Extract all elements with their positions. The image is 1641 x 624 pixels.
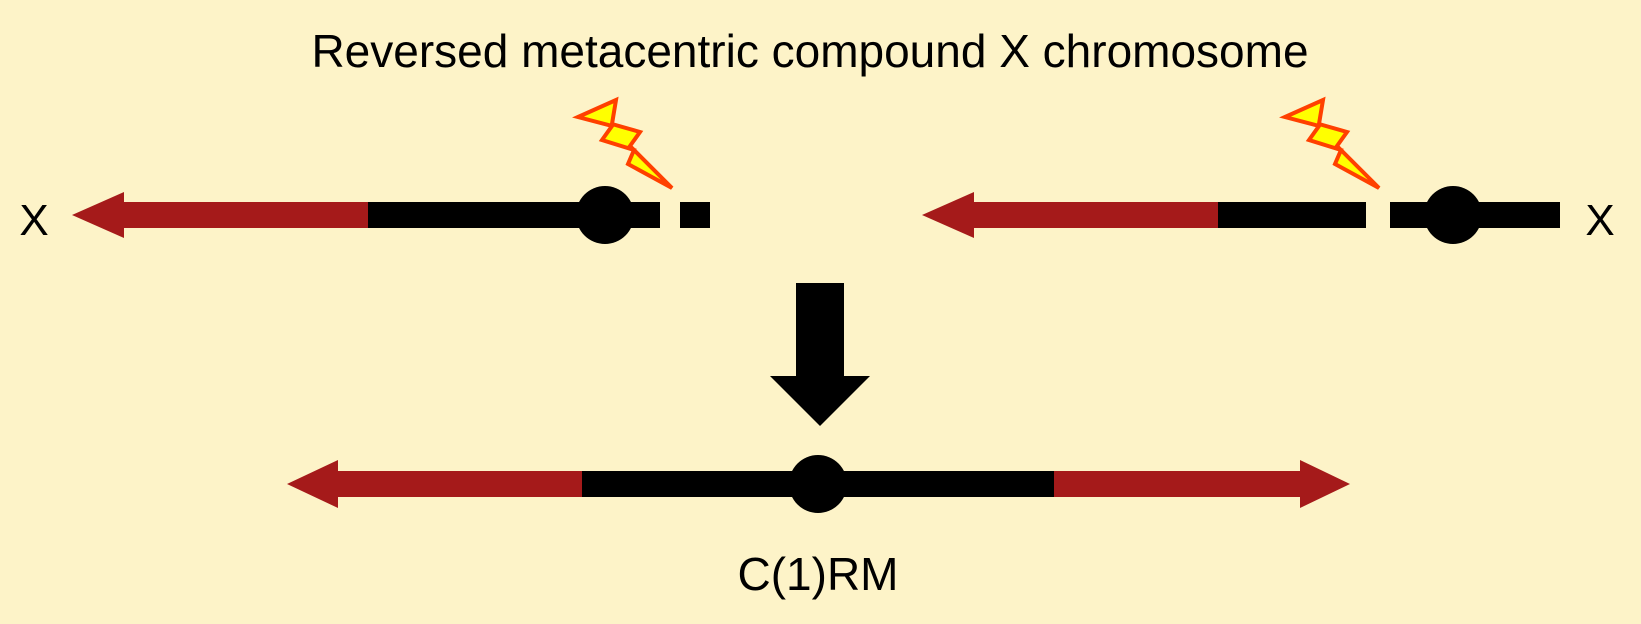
compound-chromosome-label: C(1)RM bbox=[738, 548, 899, 600]
compound-centromere bbox=[789, 455, 847, 513]
right-red-arm bbox=[970, 202, 1220, 228]
compound-right-red-arm bbox=[1054, 471, 1304, 497]
left-arrowhead bbox=[72, 192, 124, 238]
compound-right-arrowhead bbox=[1300, 460, 1350, 508]
diagram-title: Reversed metacentric compound X chromoso… bbox=[311, 25, 1308, 77]
left-red-arm bbox=[120, 202, 370, 228]
right-arrowhead bbox=[922, 192, 974, 238]
left-broken-fragment bbox=[680, 202, 710, 228]
right-chromosome-label: X bbox=[1585, 196, 1614, 245]
compound-left-arrowhead bbox=[287, 460, 338, 508]
left-centromere bbox=[576, 186, 634, 244]
down-arrow-icon bbox=[770, 283, 870, 426]
left-chromosome: X bbox=[19, 96, 710, 245]
left-chromosome-label: X bbox=[19, 196, 48, 245]
right-break-lightning-icon bbox=[1279, 96, 1381, 190]
compound-chromosome: C(1)RM bbox=[287, 455, 1350, 600]
right-centromere bbox=[1424, 186, 1482, 244]
compound-left-red-arm bbox=[334, 471, 584, 497]
left-break-lightning-icon bbox=[572, 96, 674, 190]
right-chromosome: X bbox=[922, 96, 1615, 245]
right-black-segment bbox=[1218, 202, 1366, 228]
